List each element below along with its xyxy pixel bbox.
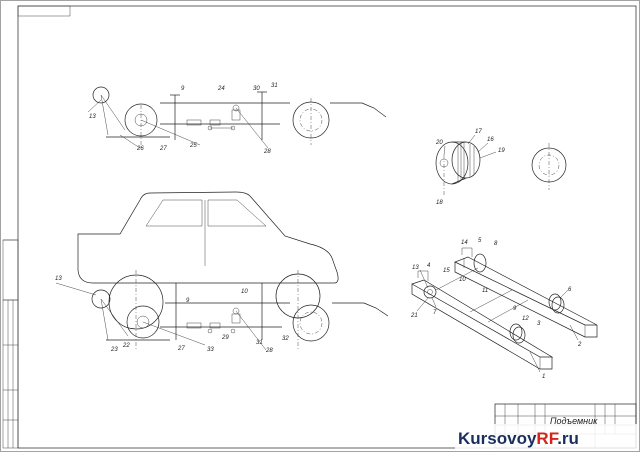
watermark-part3: .ru <box>557 429 579 448</box>
label-r-15: 15 <box>443 268 450 274</box>
view-ramp-isometric: 14 5 8 13 4 15 10 11 6 21 7 9 12 3 2 1 <box>410 238 598 380</box>
label-c-32: 32 <box>282 336 289 342</box>
label-c-31: 31 <box>256 340 263 346</box>
label-r-1: 1 <box>542 374 545 380</box>
label-v1-13: 13 <box>89 114 96 120</box>
label-c-28: 28 <box>265 348 273 354</box>
watermark-part1: Kursovoy <box>458 429 537 448</box>
label-r-6: 6 <box>568 287 572 293</box>
label-v1-27: 27 <box>159 146 167 152</box>
label-c-9: 9 <box>186 298 190 304</box>
label-r-3: 3 <box>537 321 541 327</box>
label-r-4: 4 <box>427 263 431 269</box>
label-d-20: 20 <box>435 140 443 146</box>
label-r-5: 5 <box>478 238 482 244</box>
svg-text:KursovoyRF.ru: KursovoyRF.ru <box>458 429 579 448</box>
view-top-scheme: 13 9 24 30 31 26 27 25 28 <box>87 83 387 155</box>
label-c-23: 23 <box>110 347 118 353</box>
label-r-21: 21 <box>410 313 418 319</box>
label-r-11: 11 <box>482 288 488 294</box>
label-v1-9: 9 <box>181 86 185 92</box>
label-c-29: 29 <box>221 335 229 341</box>
label-r-10: 10 <box>459 277 466 283</box>
label-c-10: 10 <box>241 289 248 295</box>
label-r-7: 7 <box>433 310 437 316</box>
view-car-lift: 13 9 10 23 22 27 33 29 28 31 32 <box>55 191 389 354</box>
title-block-name: Подъемник <box>550 416 598 426</box>
label-v1-26: 26 <box>136 146 144 152</box>
label-r-8: 8 <box>494 241 498 247</box>
label-d-17: 17 <box>475 129 482 135</box>
label-r-14: 14 <box>461 240 468 246</box>
label-r-12: 12 <box>522 316 529 322</box>
label-d-16: 16 <box>487 137 494 143</box>
label-d-18: 18 <box>436 200 443 206</box>
label-v1-30: 30 <box>253 86 260 92</box>
label-c-27: 27 <box>177 346 185 352</box>
label-d-19: 19 <box>498 148 505 154</box>
label-v1-25: 25 <box>189 143 197 149</box>
label-c-33: 33 <box>207 347 214 353</box>
label-r-2: 2 <box>577 342 582 348</box>
label-r-9: 9 <box>513 306 517 312</box>
label-c-22: 22 <box>122 343 130 349</box>
label-c-13: 13 <box>55 276 62 282</box>
label-r-13: 13 <box>412 265 419 271</box>
view-roller-detail: 20 17 16 19 18 <box>435 129 567 206</box>
label-v1-28: 28 <box>263 149 271 155</box>
watermark-part2: RF <box>536 429 558 448</box>
label-v1-24: 24 <box>217 86 225 92</box>
watermark: KursovoyRF.ru <box>455 424 638 450</box>
label-v1-31: 31 <box>271 83 278 89</box>
